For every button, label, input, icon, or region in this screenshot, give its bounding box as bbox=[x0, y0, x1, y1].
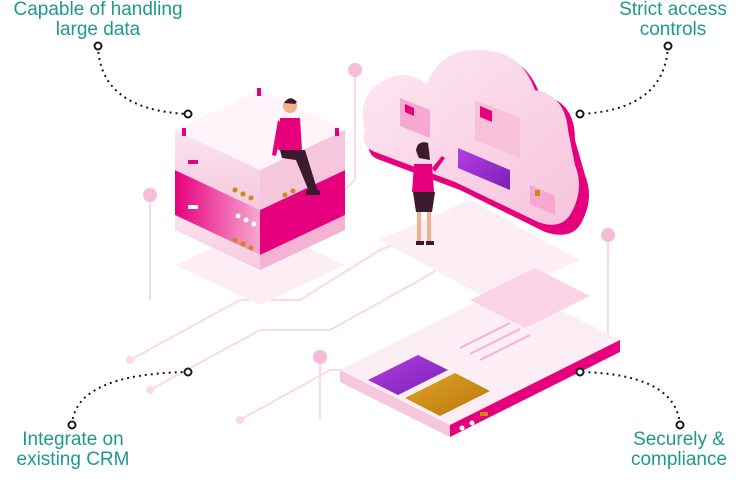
feature-label-line: Strict access bbox=[619, 0, 727, 20]
connectors bbox=[71, 45, 681, 426]
feature-label-line: Capable of handling bbox=[13, 0, 183, 20]
connector-endpoints bbox=[67, 41, 685, 430]
feature-label-line: Securely & bbox=[633, 429, 725, 450]
feature-label-line: Integrate on bbox=[22, 429, 124, 450]
feature-label-crm-integration: Integrate on existing CRM bbox=[8, 430, 138, 470]
sitting-person-figure bbox=[272, 98, 320, 195]
feature-label-line: controls bbox=[639, 19, 707, 40]
feature-label-compliance: Securely & compliance bbox=[616, 430, 742, 470]
feature-label-line: compliance bbox=[630, 449, 728, 470]
map-pins bbox=[143, 63, 615, 364]
standing-person-figure bbox=[412, 142, 445, 245]
feature-label-line: large data bbox=[55, 19, 141, 40]
feature-label-line: existing CRM bbox=[16, 449, 130, 470]
feature-label-access-controls: Strict access controls bbox=[598, 0, 748, 40]
cloud-icon bbox=[362, 49, 589, 235]
server-stack-icon bbox=[175, 88, 345, 270]
feature-label-large-data: Capable of handling large data bbox=[0, 0, 196, 40]
dashboard-screen-icon bbox=[340, 268, 620, 437]
